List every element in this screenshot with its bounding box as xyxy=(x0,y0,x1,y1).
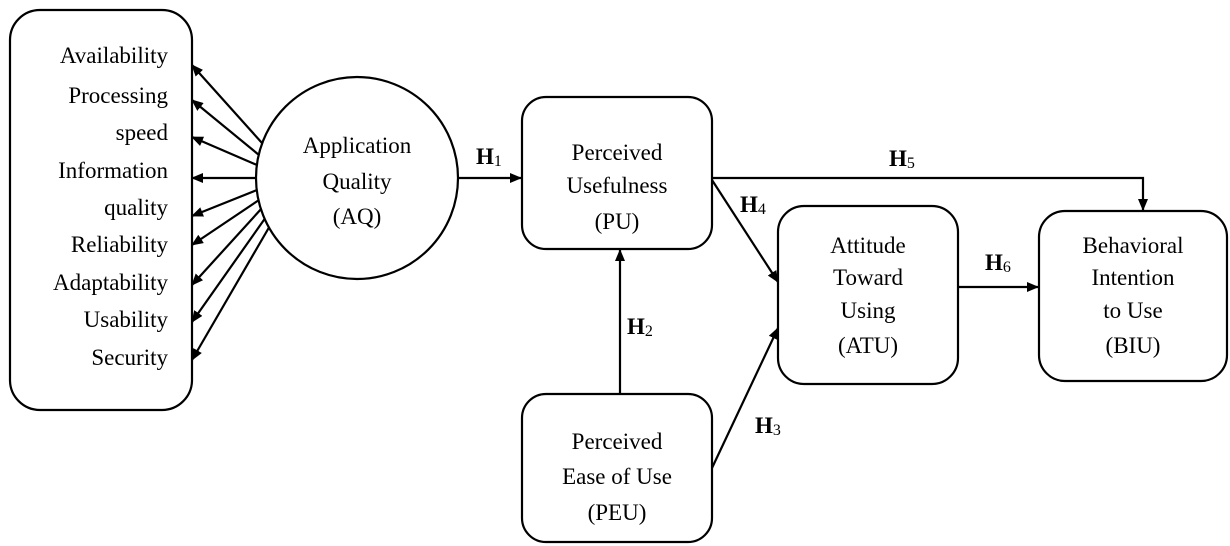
hypothesis-labels: H1 H2 H3 H4 H5 H6 xyxy=(476,144,1011,439)
arrow-h4-pu-to-atu xyxy=(711,179,779,283)
biu-label-line3: to Use xyxy=(1103,298,1162,323)
pu-label-line1: Perceived xyxy=(572,140,663,165)
biu-label-line4: (BIU) xyxy=(1106,333,1161,358)
aq-label-line3: (AQ) xyxy=(333,204,382,229)
arrow-aq-availability xyxy=(191,64,263,144)
label-h3: H3 xyxy=(755,413,781,439)
biu-label-line1: Behavioral xyxy=(1083,233,1184,258)
atu-label-line2: Toward xyxy=(833,265,903,290)
pu-label-line2: Usefulness xyxy=(567,173,668,198)
atu-label-line3: Using xyxy=(841,298,896,323)
label-h5: H5 xyxy=(889,146,915,172)
arrow-aq-processing-speed xyxy=(191,99,260,156)
aq-label-line1: Application xyxy=(303,133,412,158)
indicator-list: Availability Processing speed Informatio… xyxy=(53,43,168,370)
arrow-aq-reliability xyxy=(191,199,260,246)
indicator-availability: Availability xyxy=(60,43,169,68)
node-peu-label: Perceived Ease of Use (PEU) xyxy=(562,429,672,525)
biu-label-line2: Intention xyxy=(1091,265,1175,290)
arrow-aq-usability xyxy=(191,216,267,323)
indicator-quality: quality xyxy=(104,195,168,220)
label-h1: H1 xyxy=(476,144,502,170)
label-h4: H4 xyxy=(740,192,766,218)
peu-label-line1: Perceived xyxy=(572,429,663,454)
arrow-aq-quality xyxy=(191,188,258,218)
indicator-adaptability: Adaptability xyxy=(53,270,168,295)
node-behavioral-intention xyxy=(1037,209,1229,383)
peu-label-line3: (PEU) xyxy=(588,500,647,525)
indicator-arrows xyxy=(191,64,272,361)
indicator-processing: Processing xyxy=(68,83,168,108)
atu-label-line4: (ATU) xyxy=(838,333,898,358)
node-biu-label: Behavioral Intention to Use (BIU) xyxy=(1083,233,1184,358)
node-atu-label: Attitude Toward Using (ATU) xyxy=(830,233,905,358)
node-attitude-toward-using xyxy=(776,204,960,386)
hypothesis-arrows xyxy=(458,173,1148,469)
aq-label-line2: Quality xyxy=(323,169,392,194)
label-h6: H6 xyxy=(985,250,1011,276)
arrow-aq-security xyxy=(191,223,272,361)
pu-label-line3: (PU) xyxy=(595,209,640,234)
label-h2: H2 xyxy=(627,314,653,340)
indicator-security: Security xyxy=(91,345,168,370)
indicator-reliability: Reliability xyxy=(71,232,169,257)
indicator-information: Information xyxy=(58,158,168,183)
peu-label-line2: Ease of Use xyxy=(562,464,672,489)
indicator-speed: speed xyxy=(116,120,169,145)
arrow-h3-peu-to-atu xyxy=(711,327,779,469)
atu-label-line1: Attitude xyxy=(830,233,905,258)
arrow-aq-processing-speed-2 xyxy=(191,135,258,167)
indicator-usability: Usability xyxy=(84,307,169,332)
arrow-h5-pu-to-biu xyxy=(712,176,1148,211)
node-pu-label: Perceived Usefulness (PU) xyxy=(567,140,668,234)
arrow-aq-adaptability xyxy=(191,207,263,286)
node-aq-label: Application Quality (AQ) xyxy=(303,133,412,229)
